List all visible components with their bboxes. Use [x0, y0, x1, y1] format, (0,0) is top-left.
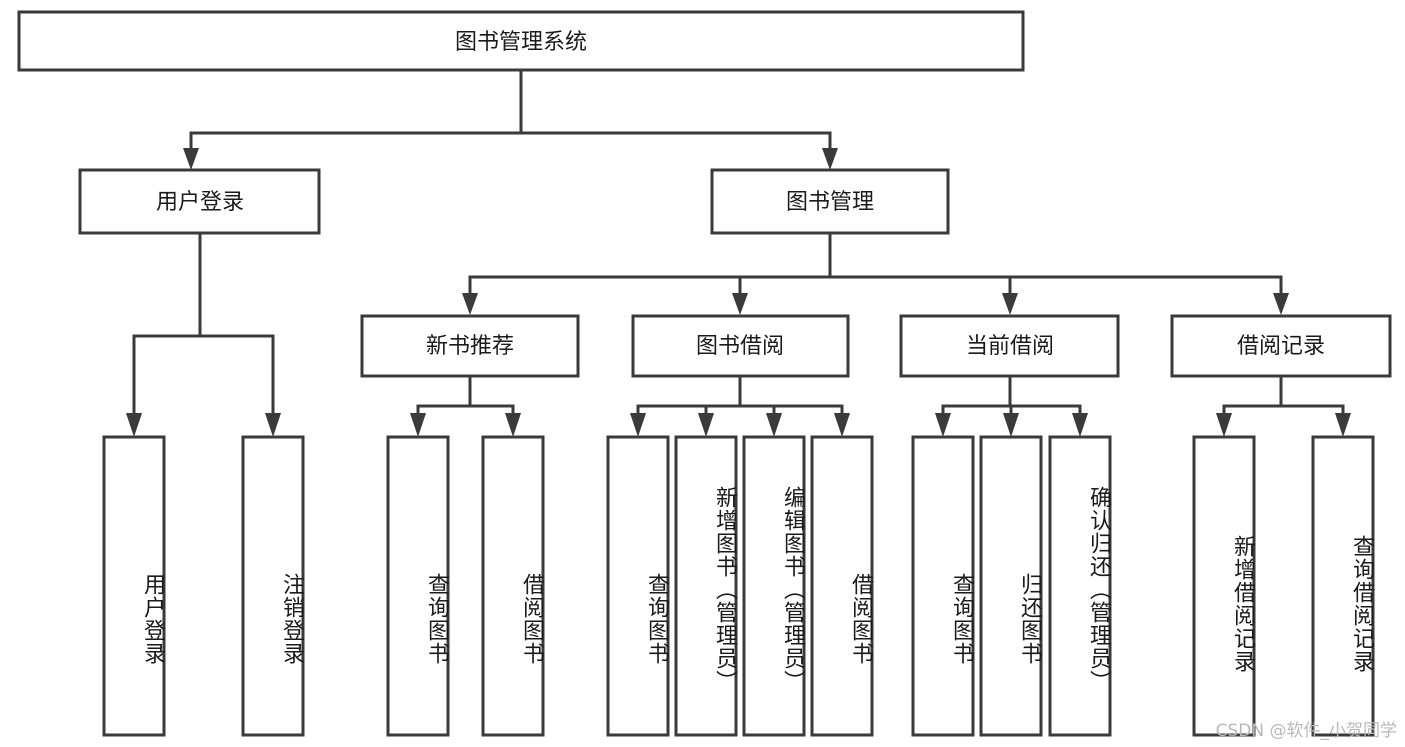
- arrow-head-book-borrow: [732, 293, 748, 315]
- connector-group-newbooks-to-leaves: [410, 374, 521, 437]
- arrow-head-br-query-record: [1335, 413, 1351, 437]
- node-box-leaf-bb-edit-book[interactable]: [742, 435, 806, 737]
- node-label-book-borrow: 图书借阅: [696, 334, 784, 359]
- arrow-head-leaf-user-login: [126, 413, 142, 437]
- connector-group-bookborrow-to-leaves: [630, 374, 850, 437]
- node-label-user-login: 用户登录: [156, 190, 244, 215]
- arrow-head-leaf-logout: [265, 413, 281, 437]
- arrow-head-nb-borrow-book: [505, 413, 521, 437]
- node-box-root[interactable]: [17, 10, 1025, 72]
- node-box-leaf-bb-query-book[interactable]: [606, 435, 670, 737]
- node-label-book-manage: 图书管理: [786, 190, 874, 215]
- node-box-leaf-cb-return-book[interactable]: [979, 435, 1043, 737]
- node-box-current-borrow[interactable]: [899, 314, 1120, 378]
- node-box-leaf-bb-borrow-book[interactable]: [810, 435, 874, 737]
- node-box-book-borrow[interactable]: [631, 314, 850, 378]
- arrow-head-br-add-record: [1216, 413, 1232, 437]
- node-box-leaf-bb-add-book[interactable]: [674, 435, 738, 737]
- connector-group-borrowrecord-to-leaves: [1216, 374, 1351, 437]
- arrow-head-cb-query-book: [935, 413, 951, 437]
- node-box-leaf-br-add-record[interactable]: [1192, 435, 1256, 737]
- node-label-current-borrow: 当前借阅: [966, 334, 1054, 359]
- csdn-watermark: CSDN @软件_小贺同学: [1215, 721, 1397, 741]
- node-box-leaf-user-login[interactable]: [102, 435, 166, 737]
- arrow-head-bb-edit-book: [766, 413, 782, 437]
- node-label-new-books: 新书推荐: [426, 334, 514, 359]
- connector-group-bookmanage-to-level3: [462, 231, 1289, 315]
- arrow-head-bb-add-book: [698, 413, 714, 437]
- node-box-new-books[interactable]: [360, 314, 580, 378]
- arrow-head-book-manage: [822, 148, 838, 170]
- node-box-book-manage[interactable]: [710, 168, 950, 235]
- node-box-leaf-br-query-record[interactable]: [1311, 435, 1375, 737]
- node-label-borrow-record: 借阅记录: [1237, 334, 1325, 359]
- node-box-leaf-cb-query-book[interactable]: [911, 435, 975, 737]
- node-box-leaf-nb-borrow-book[interactable]: [481, 435, 545, 737]
- connector-group-root-to-level2: [183, 68, 838, 170]
- arrow-head-nb-query-book: [410, 413, 426, 437]
- arrow-head-new-books: [462, 293, 478, 315]
- connector-group-currentborrow-to-leaves: [935, 374, 1088, 437]
- arrow-head-cb-return-book: [1003, 413, 1019, 437]
- arrow-head-user-login: [183, 148, 199, 170]
- node-label-root: 图书管理系统: [455, 30, 587, 55]
- connector-group-userlogin-to-leaves: [126, 231, 281, 437]
- node-box-leaf-nb-query-book[interactable]: [386, 435, 450, 737]
- node-box-user-login[interactable]: [78, 168, 321, 235]
- arrow-head-cb-confirm-return: [1072, 413, 1088, 437]
- arrow-head-current-borrow: [1002, 293, 1018, 315]
- node-box-borrow-record[interactable]: [1170, 314, 1392, 378]
- arrow-head-borrow-record: [1273, 293, 1289, 315]
- node-box-leaf-cb-confirm-return[interactable]: [1048, 435, 1112, 737]
- node-box-leaf-logout[interactable]: [241, 435, 305, 737]
- arrow-head-bb-query-book: [630, 413, 646, 437]
- arrow-head-bb-borrow-book: [834, 413, 850, 437]
